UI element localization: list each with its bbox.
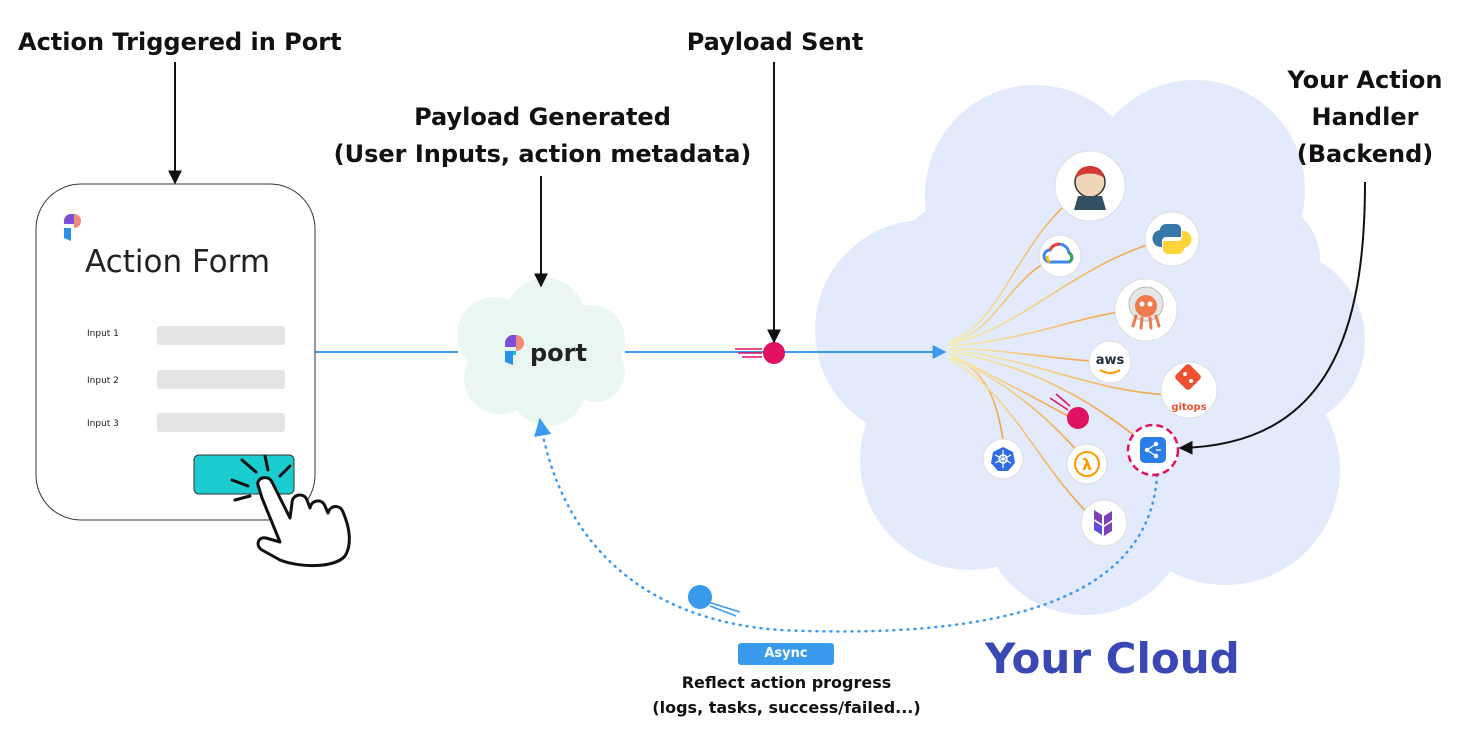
form-input-label-3: Input 3 <box>87 419 119 429</box>
label-action-handler-line2: Handler <box>1311 103 1419 131</box>
port-logo-text: port <box>530 339 587 367</box>
form-input-2[interactable] <box>157 370 285 389</box>
svg-text:aws: aws <box>1096 353 1125 368</box>
form-port-logo-icon <box>64 214 81 241</box>
payload-handler-dot <box>1049 393 1089 429</box>
action-form-card <box>35 183 316 521</box>
form-input-label-2: Input 2 <box>87 376 119 386</box>
form-input-label-1: Input 1 <box>87 329 119 339</box>
aws-icon: aws <box>1088 340 1132 384</box>
label-action-handler: Your Action Handler (Backend) <box>1255 62 1475 173</box>
async-dot <box>688 585 741 617</box>
port-cloud <box>457 278 625 426</box>
async-progress-line2: (logs, tasks, success/failed...) <box>652 698 921 717</box>
async-return-line <box>533 418 1159 633</box>
label-action-handler-line3: (Backend) <box>1296 140 1434 168</box>
async-badge: Async <box>738 643 834 665</box>
argo-icon <box>1114 278 1178 342</box>
kubernetes-icon <box>982 438 1024 480</box>
lambda-icon: λ <box>1066 443 1108 485</box>
arrow-handler <box>1178 181 1366 455</box>
async-progress-text: Reflect action progress (logs, tasks, su… <box>600 670 973 720</box>
python-icon <box>1144 211 1200 267</box>
terraform-icon <box>1080 499 1128 547</box>
label-action-handler-line1: Your Action <box>1287 66 1443 94</box>
form-input-3[interactable] <box>157 413 285 432</box>
google-cloud-icon <box>1038 234 1082 278</box>
label-payload-sent-text: Payload Sent <box>686 28 864 56</box>
tool-connections <box>949 189 1181 521</box>
label-payload-generated-line2: (User Inputs, action metadata) <box>333 140 752 168</box>
svg-text:gitops: gitops <box>1171 402 1206 413</box>
jenkins-icon <box>1054 150 1126 222</box>
label-payload-sent: Payload Sent <box>680 24 870 61</box>
payload-sent-dot <box>735 342 785 364</box>
async-progress-line1: Reflect action progress <box>681 673 892 692</box>
your-cloud-title: Your Cloud <box>985 634 1240 683</box>
svg-text:λ: λ <box>1082 455 1092 474</box>
port-logo-icon <box>505 335 524 365</box>
form-input-1[interactable] <box>157 326 285 345</box>
label-action-triggered: Action Triggered in Port <box>18 24 342 61</box>
webhook-icon[interactable] <box>1126 423 1180 477</box>
action-form-title: Action Form <box>85 244 270 280</box>
click-rays <box>230 454 292 502</box>
label-payload-generated: Payload Generated (User Inputs, action m… <box>330 99 755 173</box>
gitops-icon: gitops <box>1160 361 1218 419</box>
label-action-triggered-text: Action Triggered in Port <box>18 28 342 56</box>
label-payload-generated-line1: Payload Generated <box>414 103 671 131</box>
hand-pointer-icon <box>256 476 351 568</box>
